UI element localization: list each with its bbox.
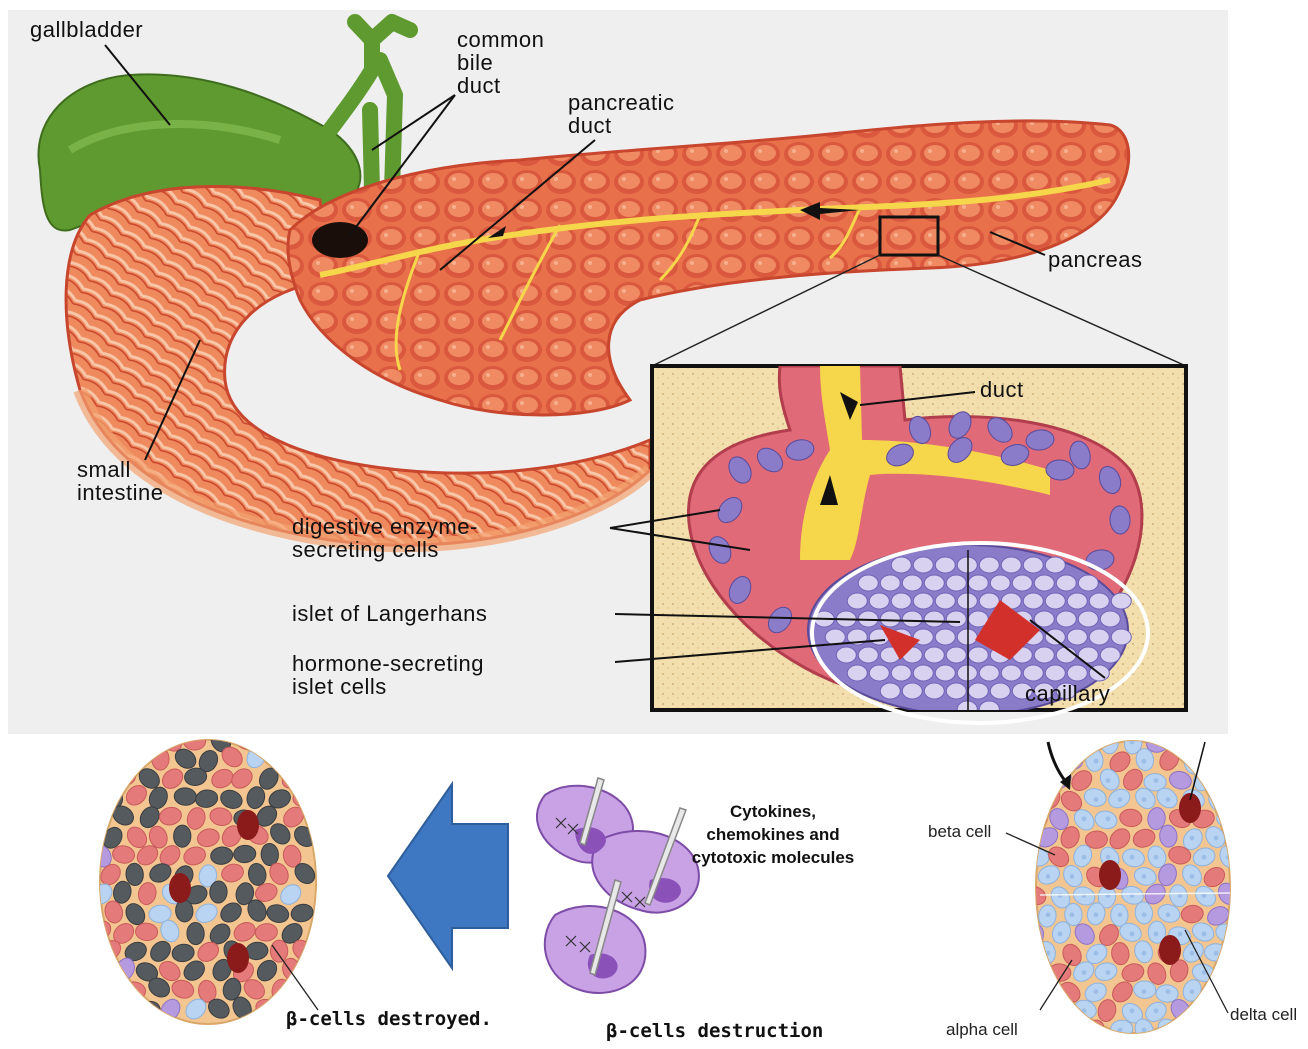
label-gallbladder: gallbladder	[30, 18, 143, 41]
acinus-inset	[652, 366, 1186, 717]
label-delta-cell: delta cell	[1230, 1005, 1297, 1025]
label-duct: duct	[980, 378, 1024, 401]
label-islet-of-langerhans: islet of Langerhans	[292, 602, 487, 625]
label-small-intestine: small intestine	[77, 458, 163, 504]
label-pancreatic-duct: pancreatic duct	[568, 91, 675, 137]
healthy-islet	[1021, 728, 1242, 1045]
destroyed-islet	[86, 724, 320, 1024]
label-hormone-cells: hormone-secreting islet cells	[292, 652, 484, 698]
label-digestive-cells: digestive enzyme- secreting cells	[292, 515, 478, 561]
label-beta-cells-destruction: β-cells destruction	[606, 1020, 823, 1042]
label-capillary: capillary	[1025, 682, 1110, 705]
label-cytokines: Cytokines, chemokines and cytotoxic mole…	[668, 800, 878, 869]
blue-arrow-icon	[388, 784, 508, 968]
label-beta-cells-destroyed: β-cells destroyed.	[286, 1008, 492, 1030]
label-common-bile-duct: common bile duct	[457, 28, 544, 97]
label-alpha-cell: alpha cell	[946, 1020, 1018, 1040]
label-beta-cell: beta cell	[928, 822, 991, 842]
label-pancreas: pancreas	[1048, 248, 1143, 271]
